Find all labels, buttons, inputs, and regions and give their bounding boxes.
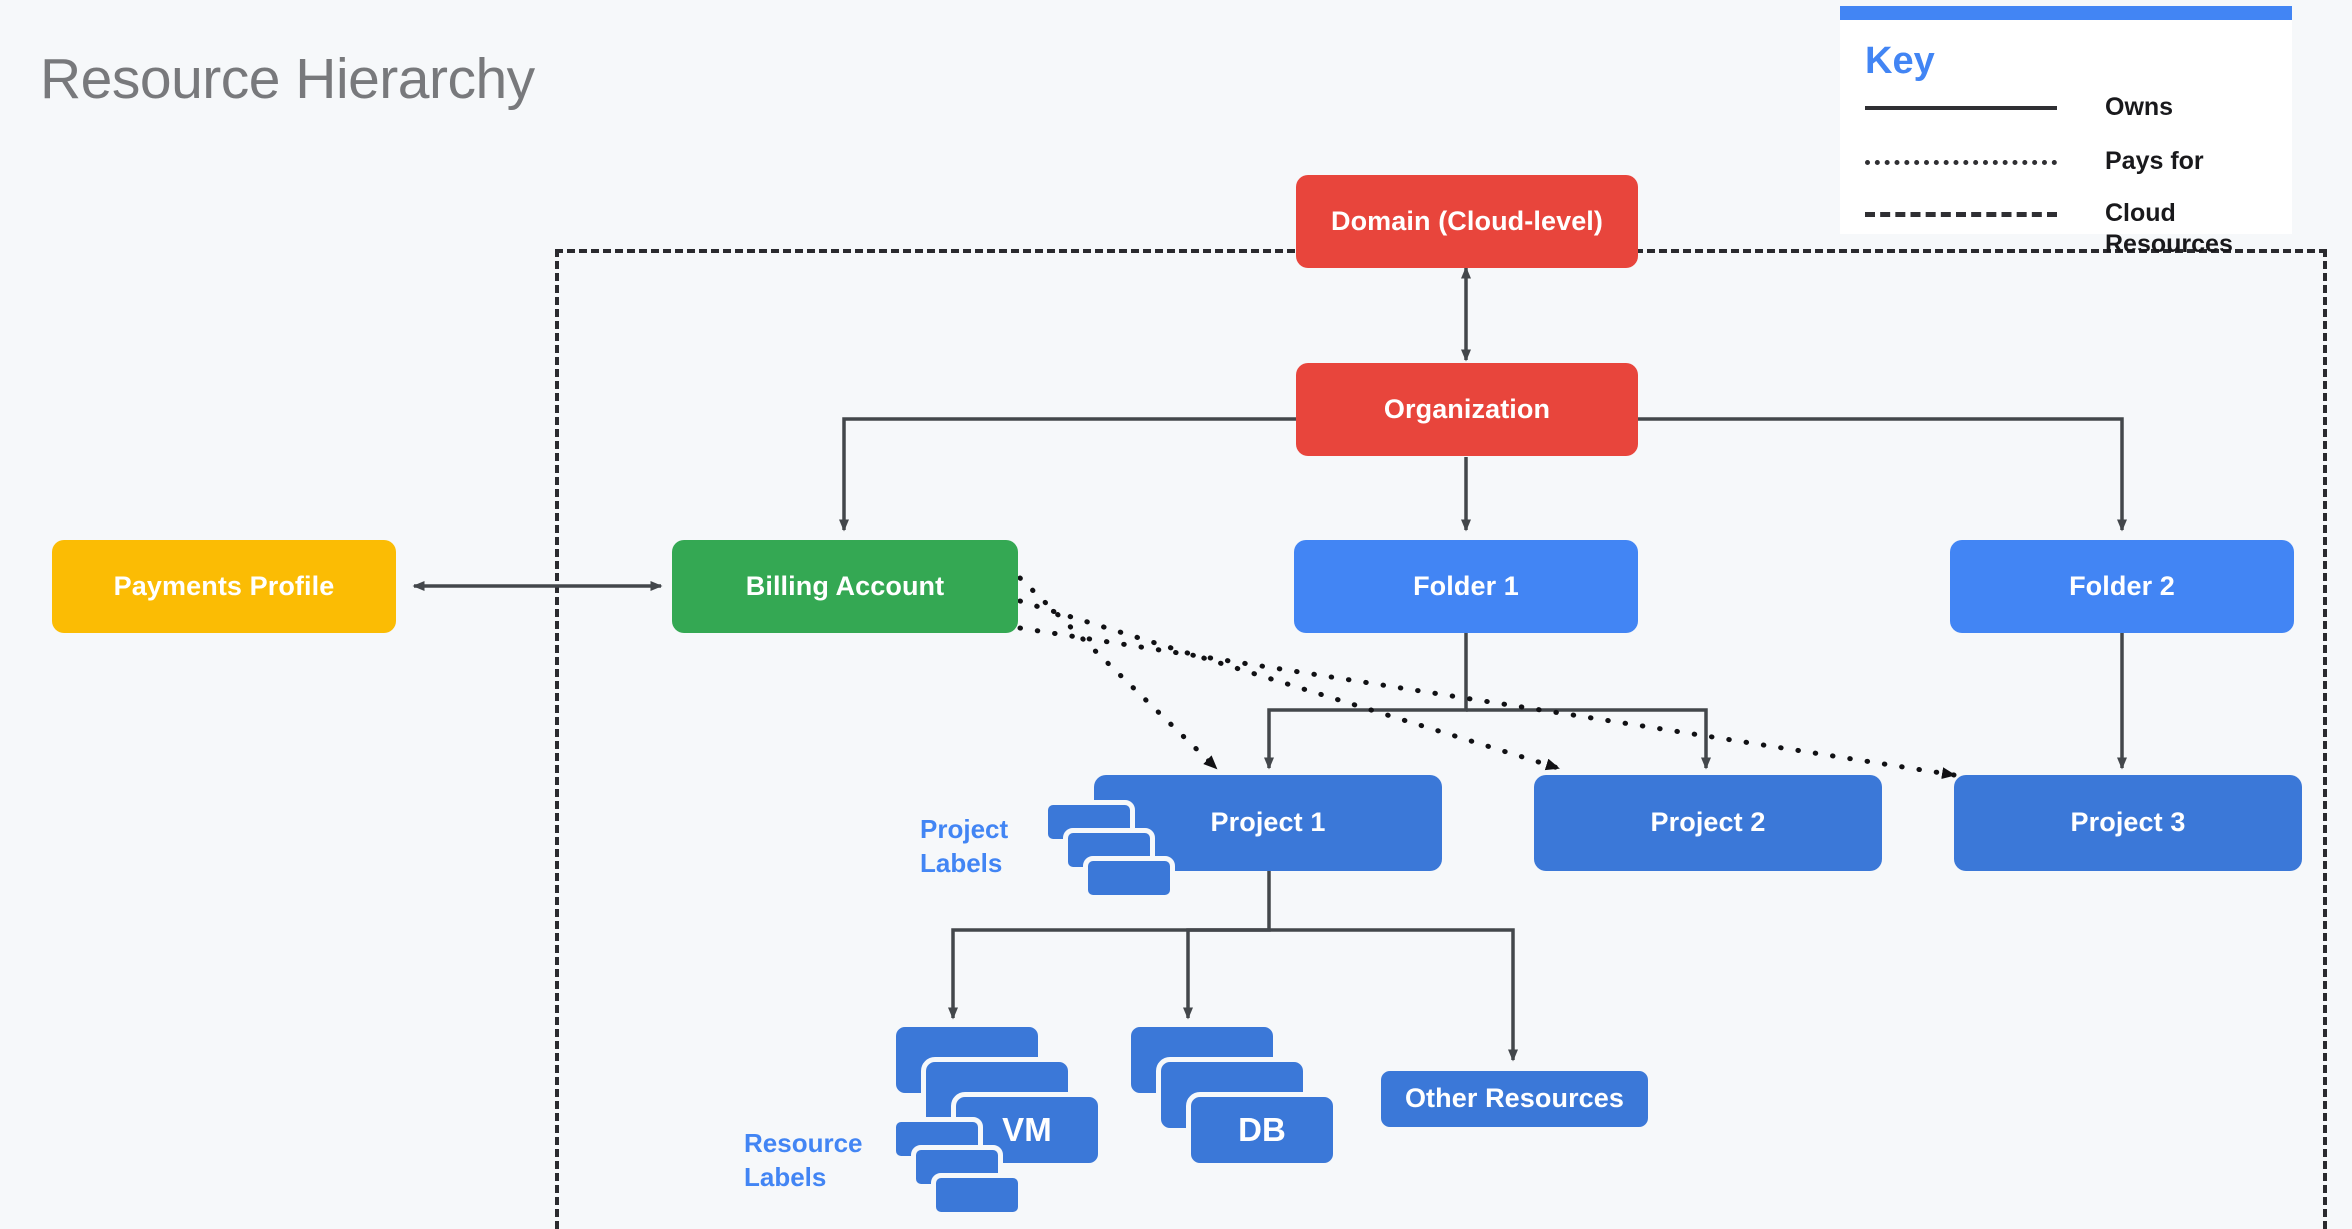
node-db[interactable]: DB	[1186, 1092, 1338, 1168]
resource-labels-caption: Resource Labels	[744, 1128, 863, 1193]
node-folder-1[interactable]: Folder 1	[1294, 540, 1638, 633]
dotted-line-icon	[1865, 160, 2057, 165]
key-label-pays-for: Pays for	[2105, 147, 2204, 175]
dashed-line-icon	[1865, 212, 2057, 217]
key-label-owns: Owns	[2105, 93, 2174, 121]
project-labels-caption: Project Labels	[920, 814, 1009, 879]
resource-label-chip-3	[931, 1173, 1023, 1217]
key-title: Key	[1865, 40, 1935, 82]
project-label-chip-3	[1083, 856, 1175, 900]
node-project-3[interactable]: Project 3	[1954, 775, 2302, 871]
node-project-2[interactable]: Project 2	[1534, 775, 1882, 871]
node-other-resources[interactable]: Other Resources	[1376, 1066, 1653, 1132]
node-billing-account[interactable]: Billing Account	[672, 540, 1018, 633]
key-row-pays-for: Pays for	[1865, 146, 2275, 177]
page-title: Resource Hierarchy	[40, 47, 535, 111]
node-domain[interactable]: Domain (Cloud-level)	[1296, 175, 1638, 268]
node-organization[interactable]: Organization	[1296, 363, 1638, 456]
key-row-owns: Owns	[1865, 92, 2275, 123]
node-folder-2[interactable]: Folder 2	[1950, 540, 2294, 633]
key-row-cloud-resources: Cloud Resources	[1865, 198, 2275, 259]
solid-line-icon	[1865, 106, 2057, 110]
node-payments-profile[interactable]: Payments Profile	[52, 540, 396, 633]
key-label-cloud-resources: Cloud Resources	[2105, 199, 2233, 258]
key-legend: Key Owns Pays for Cloud Resources	[1840, 6, 2292, 258]
